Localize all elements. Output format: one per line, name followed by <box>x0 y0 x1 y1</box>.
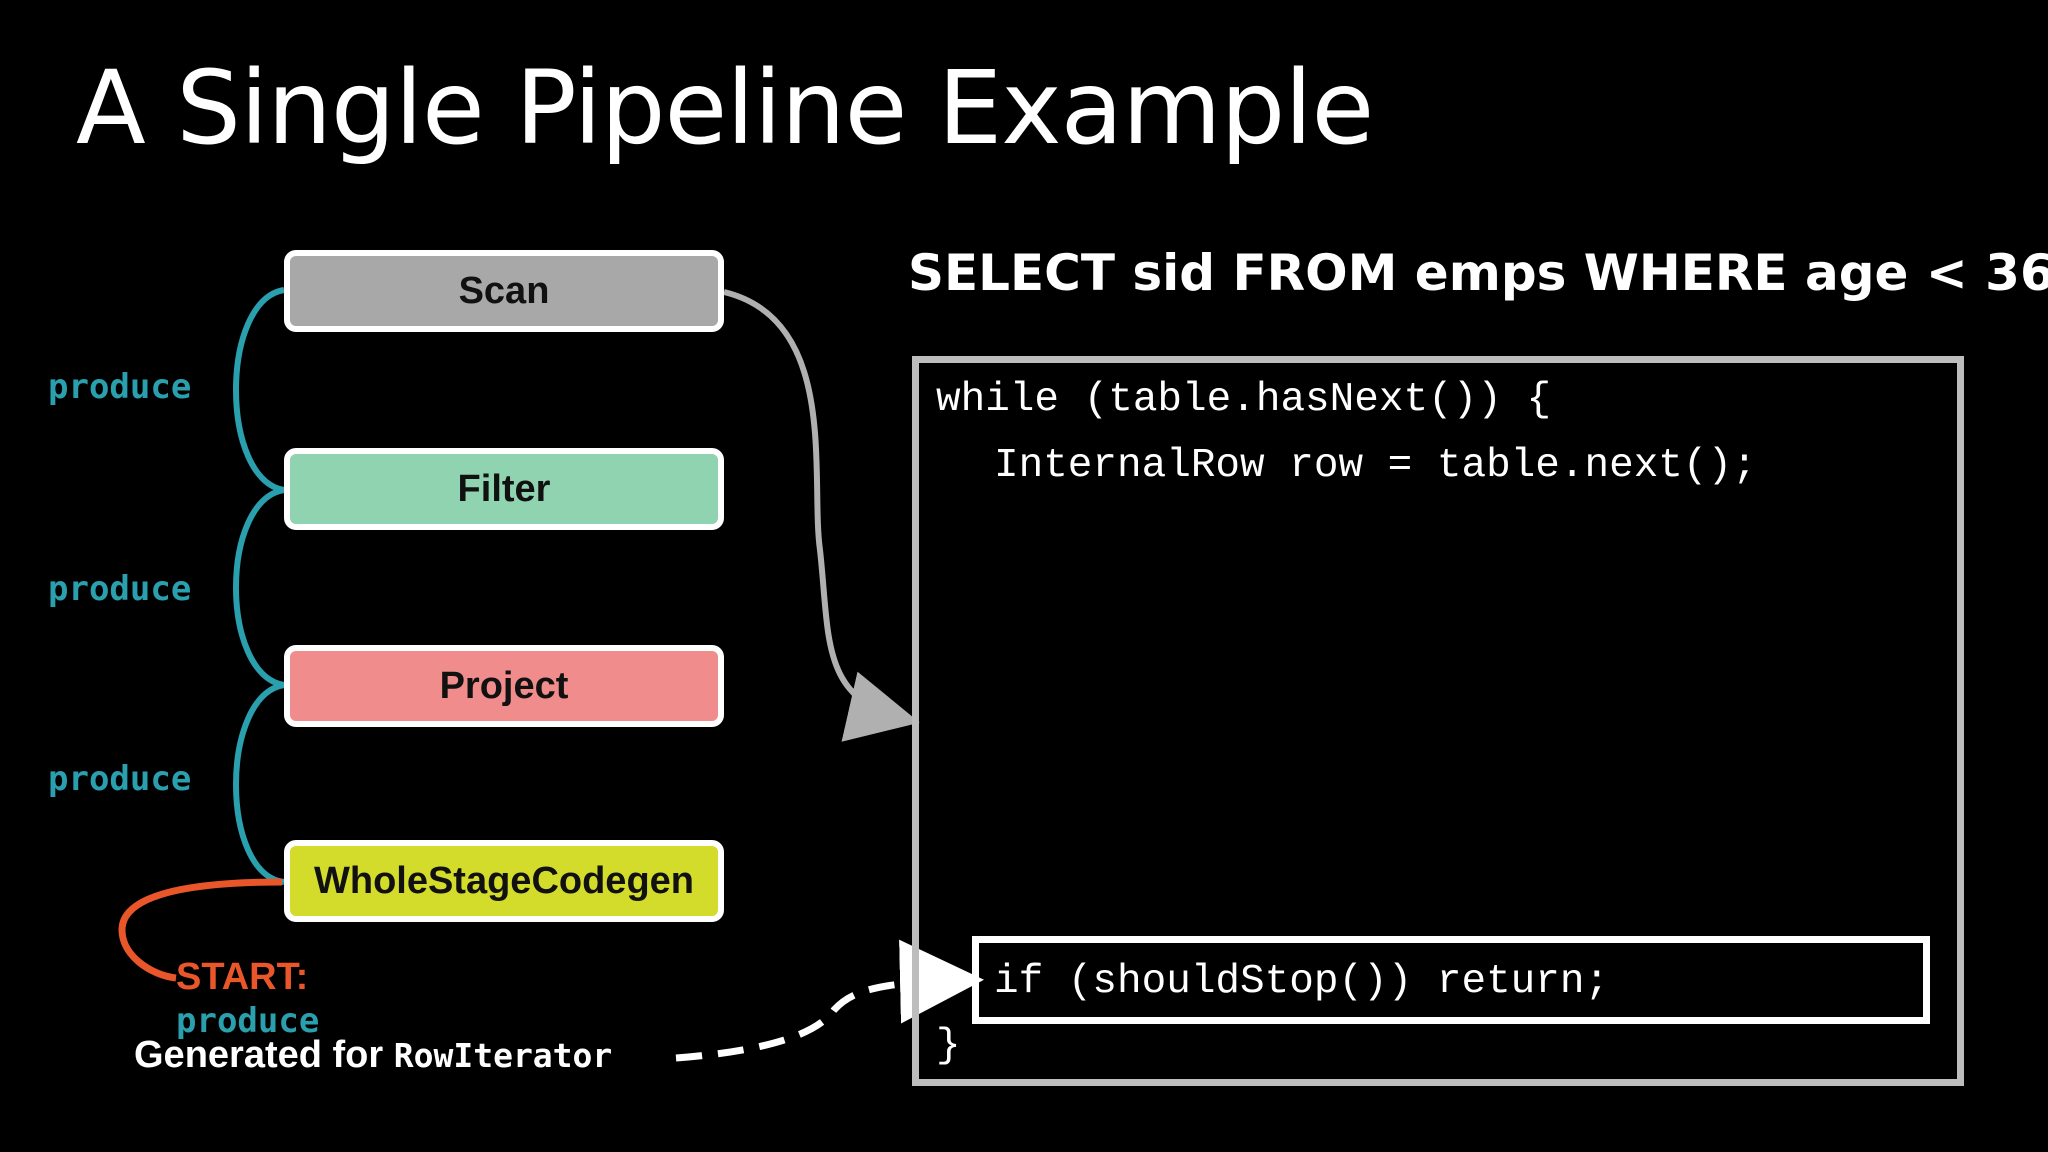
scan-link-arrow <box>723 289 920 742</box>
node-wholestagecodegen: WholeStageCodegen <box>284 840 724 922</box>
start-arc <box>118 878 283 982</box>
slide-title: A Single Pipeline Example <box>76 49 1374 168</box>
code-line-shouldstop: if (shouldStop()) return; <box>994 959 1610 1005</box>
start-label: START: <box>176 956 309 998</box>
code-line-while: while (table.hasNext()) { <box>936 377 1552 423</box>
code-line-row: InternalRow row = table.next(); <box>994 443 1757 489</box>
node-project: Project <box>284 645 724 727</box>
node-filter: Filter <box>284 448 724 530</box>
produce-label-2: produce <box>48 569 192 609</box>
generated-link-arrow <box>675 939 984 1062</box>
produce-arc-scan-filter <box>233 287 285 493</box>
produce-arc-project-wsc <box>233 682 285 885</box>
start-produce-label: produce <box>176 1001 320 1041</box>
produce-label-3: produce <box>48 759 192 799</box>
generated-code-box <box>912 356 1964 1086</box>
generated-prefix: Generated for <box>134 1034 394 1076</box>
sql-query: SELECT sid FROM emps WHERE age < 36 <box>908 244 2048 302</box>
highlighted-code-box <box>972 936 1930 1024</box>
generated-class: RowIterator <box>393 1036 613 1075</box>
code-line-close-brace: } <box>936 1023 961 1069</box>
produce-arc-filter-project <box>233 487 285 688</box>
node-scan: Scan <box>284 250 724 332</box>
produce-label-1: produce <box>48 367 192 407</box>
generated-caption: Generated for RowIterator <box>134 1036 612 1074</box>
